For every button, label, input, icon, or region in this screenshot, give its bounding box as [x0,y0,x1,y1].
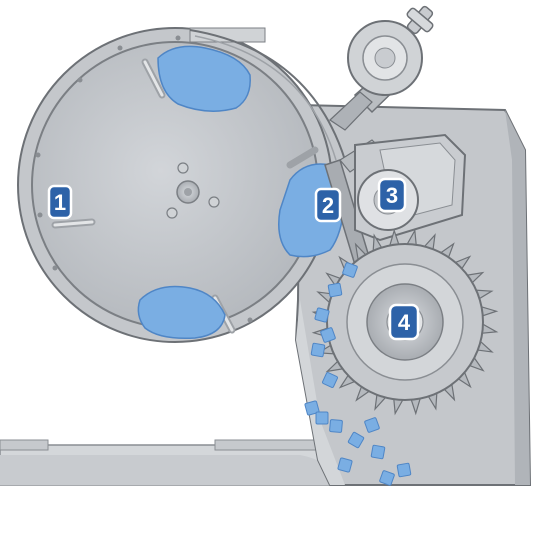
slice-piece [322,372,338,388]
slice-piece [329,419,343,433]
slice-piece [396,462,412,478]
slice-piece [364,417,380,433]
callout-3-label: 3 [386,183,398,208]
slice-piece [314,307,330,323]
slice-piece [342,262,358,278]
adjuster-assembly [329,5,434,131]
slice-piece [304,400,320,416]
callout-4-badge: 4 [388,303,420,341]
slice-piece [370,444,386,460]
pressure-roller [354,133,467,242]
drum-guard [189,29,346,161]
callout-1-label: 1 [54,190,66,215]
slice-piece [379,470,395,486]
slice-piece [347,431,365,449]
rotating-drum-icon [17,27,333,343]
slice-piece [337,457,353,473]
product-lump-top [157,45,251,112]
slice-piece [320,327,336,343]
callout-3-badge: 3 [377,177,407,213]
callout-2-label: 2 [322,193,334,218]
product-lump-bottom [137,285,226,340]
adjustment-knob-icon [406,5,434,35]
callout-4-label: 4 [398,310,411,335]
callout-1-badge: 1 [47,184,73,220]
base-frame [0,439,340,486]
cut-slices [304,262,412,486]
slice-piece [310,342,326,358]
slice-piece [327,282,343,298]
slice-piece [315,411,329,425]
product-material [137,45,346,340]
callout-2-badge: 2 [314,187,342,223]
